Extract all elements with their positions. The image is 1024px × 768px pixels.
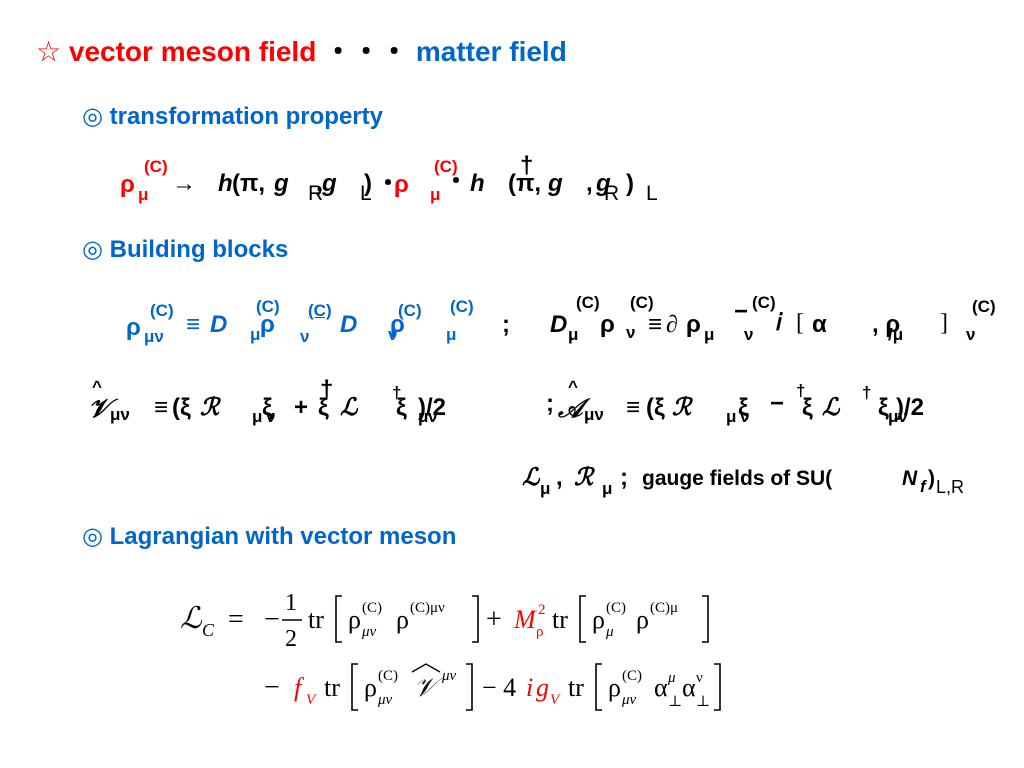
rho-6-sup: (C) (622, 668, 642, 684)
rho-3: ρ (592, 605, 605, 634)
imag-i: i (526, 673, 533, 702)
rho-1: ρ (348, 605, 361, 634)
plus-sign: + (486, 604, 502, 635)
section-transformation: ◎ transformation property (82, 105, 383, 129)
alpha-1-sub: ⊥ (668, 694, 682, 710)
alpha-1-sup: μ (667, 670, 676, 686)
section-building-blocks: ◎ Building blocks (82, 238, 288, 262)
rho-5-sup: (C) (378, 668, 398, 684)
section-transformation-label: transformation property (109, 103, 383, 130)
alpha-2: α (682, 673, 696, 702)
bracket-open-4 (595, 663, 602, 711)
lagrangian-formula: ℒ C = − 1 2 tr ρ (C) μν ρ (C)μν + M 2 ρ … (180, 590, 721, 711)
alpha-1: α (654, 673, 668, 702)
rho-3-sup: (C) (606, 600, 626, 616)
minus-four: − 4 (482, 673, 516, 702)
frac-num: 1 (285, 590, 297, 616)
bracket-close-2 (702, 595, 709, 643)
rho-5: ρ (364, 673, 377, 702)
trace-1: tr (308, 605, 324, 634)
title-dots: ・・・ (324, 36, 409, 67)
bracket-open-3 (351, 663, 358, 711)
bullet-icon: ◎ (82, 236, 103, 263)
frac-den: 2 (285, 626, 297, 652)
rho-5-sub: μν (377, 692, 393, 708)
minus-sign-2: − (264, 672, 280, 703)
rho-4-sup: (C)μ (650, 600, 678, 616)
mass-sub: ρ (536, 624, 544, 640)
rho-6-sub: μν (621, 692, 637, 708)
bracket-close-3 (466, 663, 473, 711)
equals-sign: = (228, 604, 244, 635)
rho-1-sup: (C) (362, 600, 382, 616)
section-blocks-label: Building blocks (109, 236, 289, 263)
mass-M: M (513, 605, 537, 634)
coupling-g: g (536, 673, 549, 702)
hat-mark (411, 663, 441, 673)
bracket-close-1 (472, 595, 479, 643)
section-lagrangian-label: Lagrangian with vector meson (109, 523, 457, 550)
rho-4: ρ (636, 605, 649, 634)
star-icon: ☆ (36, 36, 62, 67)
trace-3: tr (324, 673, 340, 702)
bullet-icon: ◎ (82, 103, 103, 130)
trace-2: tr (552, 605, 568, 634)
lagrangian-subscript: C (202, 620, 215, 640)
bracket-close-4 (714, 663, 721, 711)
bullet-icon: ◎ (82, 523, 103, 550)
title-part1: vector meson field (68, 36, 317, 67)
coupling-f-sub: V (306, 692, 317, 708)
hat-V: 𝒱 (414, 673, 444, 702)
alpha-2-sup: ν (696, 670, 703, 686)
coupling-g-sub: V (550, 692, 561, 708)
mass-square: 2 (538, 602, 546, 618)
rho-6: ρ (608, 673, 621, 702)
rho-1-sub: μν (361, 624, 377, 640)
rho-2-sup: (C)μν (410, 600, 445, 616)
lagrangian-symbol: ℒ (180, 602, 203, 635)
alpha-2-sub: ⊥ (696, 694, 710, 710)
bracket-open-1 (335, 595, 342, 643)
trace-4: tr (568, 673, 584, 702)
rho-2: ρ (396, 605, 409, 634)
coupling-f: f (294, 673, 305, 702)
rho-3-sub: μ (605, 624, 614, 640)
section-lagrangian: ◎ Lagrangian with vector meson (82, 525, 456, 549)
title: ☆ vector meson field ・・・ matter field (36, 38, 567, 66)
hat-V-sup: μν (441, 668, 457, 684)
minus-sign: − (264, 604, 280, 635)
title-part2: matter field (415, 36, 567, 67)
bracket-open-2 (579, 595, 586, 643)
